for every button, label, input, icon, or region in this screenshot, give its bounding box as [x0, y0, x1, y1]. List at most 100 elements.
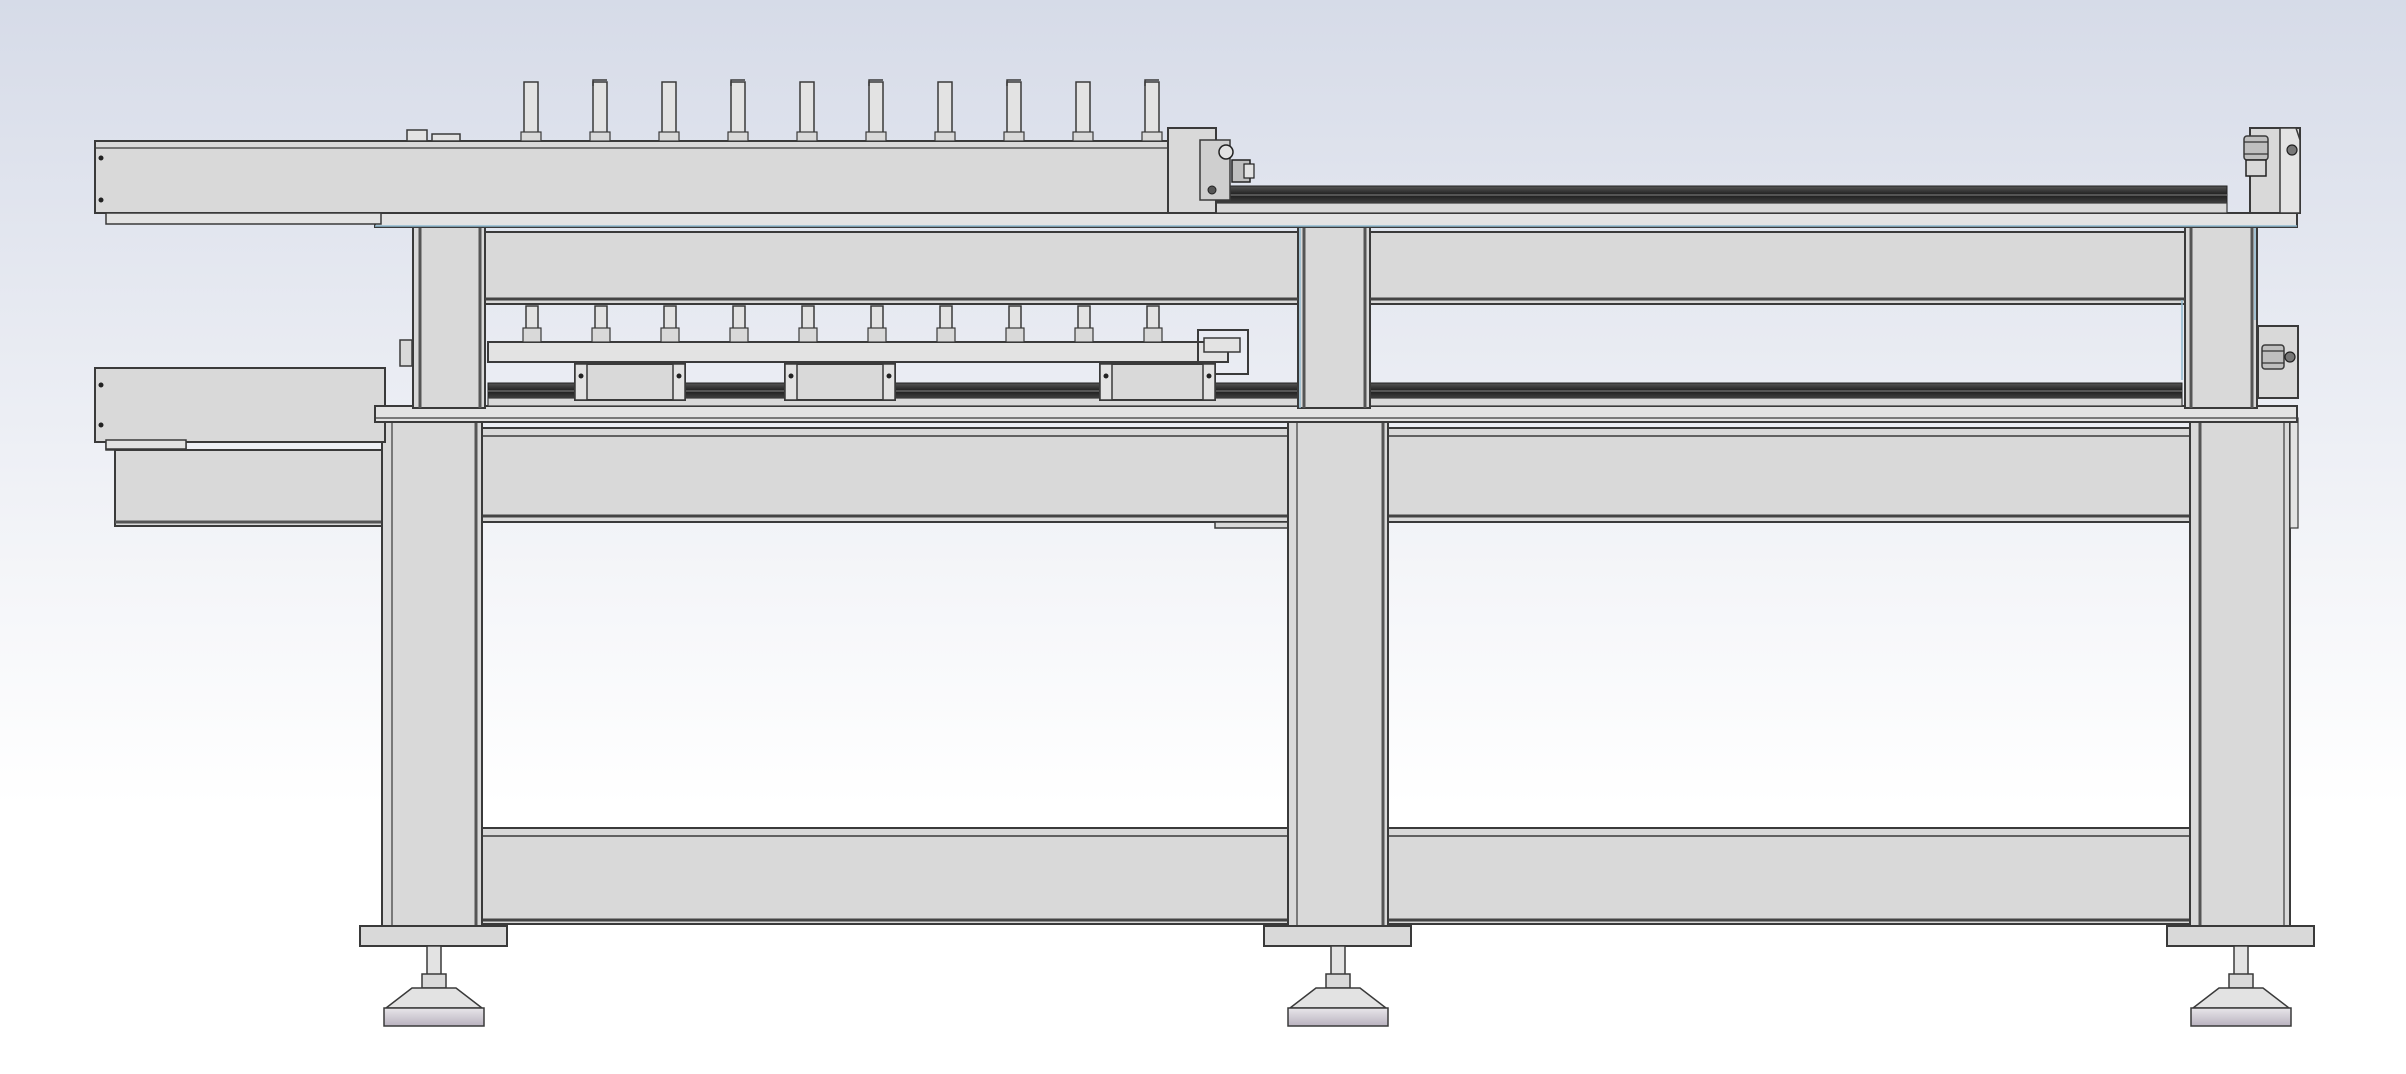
rail-carriage: [574, 363, 686, 401]
carriage-screw: [1103, 373, 1109, 379]
carriage-screw: [1206, 373, 1212, 379]
comb-finger: [1075, 81, 1091, 135]
carriage-end-cap: [574, 363, 588, 401]
comb-finger-hook: [1006, 79, 1021, 86]
lower-comb-finger: [663, 305, 677, 331]
carriage-screw: [676, 373, 682, 379]
lower-comb-finger-base: [798, 327, 818, 343]
comb-finger-base: [658, 131, 680, 142]
carriage-end-cap: [1202, 363, 1216, 401]
upper-cross-beam-right: [1369, 231, 2186, 305]
right-end-plate: [2289, 417, 2299, 529]
comb-finger-base: [865, 131, 887, 142]
comb-finger-hook: [1144, 79, 1159, 86]
carriage-end-cap: [1099, 363, 1113, 401]
carriage-screw: [788, 373, 794, 379]
left-extension-lip: [105, 439, 187, 450]
comb-finger: [799, 81, 815, 135]
frame-leg-left: [381, 417, 483, 929]
lower-comb-finger: [732, 305, 746, 331]
lower-comb-finger: [525, 305, 539, 331]
frame-leg-right: [2189, 417, 2291, 929]
carriage-end-cap: [882, 363, 896, 401]
rail-carriage: [1099, 363, 1216, 401]
comb-finger: [937, 81, 953, 135]
foot-threaded-rod: [426, 945, 442, 977]
base-plate-left: [359, 925, 508, 947]
upper-rail-bed: [1204, 202, 2228, 214]
lower-comb-finger-base: [729, 327, 749, 343]
sliding-table-body: [94, 140, 1206, 214]
right-clamp-ear: [2279, 127, 2301, 214]
top-deck: [94, 79, 2301, 228]
bottom-cross-beam-right: [1384, 827, 2194, 925]
drive-bolt: [1207, 185, 1217, 195]
lower-comb-fingers: [522, 305, 1163, 343]
comb-finger: [1144, 81, 1160, 135]
comb-finger: [523, 81, 539, 135]
foot-cone: [383, 987, 485, 1009]
lower-comb-finger-base: [936, 327, 956, 343]
foot-threaded-rod: [2233, 945, 2249, 977]
foot-cone: [2190, 987, 2292, 1009]
lower-comb-finger-base: [867, 327, 887, 343]
drive-bolt: [1218, 144, 1234, 160]
lower-comb-finger: [1146, 305, 1160, 331]
clamp-bolt: [2286, 144, 2298, 156]
lower-pusher-bar-end-inner: [1203, 337, 1241, 353]
lower-comb-finger: [594, 305, 608, 331]
lower-pusher-bar: [487, 341, 1229, 363]
comb-finger-base: [727, 131, 749, 142]
foot-nut: [421, 973, 447, 989]
comb-finger-hook: [592, 79, 607, 86]
lower-comb-finger: [1077, 305, 1091, 331]
comb-finger: [1006, 81, 1022, 135]
lower-comb-finger-base: [1005, 327, 1025, 343]
foot-nut: [1325, 973, 1351, 989]
comb-finger: [661, 81, 677, 135]
upper-post-middle: [1297, 225, 1371, 409]
top-deck-plate: [374, 212, 2298, 228]
middle-cross-beam-right: [1384, 427, 2194, 523]
lower-frame: [94, 367, 2315, 947]
clamp-bolt: [2284, 351, 2296, 363]
leveling-feet: [383, 945, 2292, 1027]
frame-leg-middle: [1287, 417, 1389, 929]
lower-comb-finger-base: [660, 327, 680, 343]
comb-finger: [868, 81, 884, 135]
comb-finger: [730, 81, 746, 135]
upper-frame: [412, 225, 2299, 409]
comb-finger-base: [934, 131, 956, 142]
right-clamp-knob-lower: [2261, 344, 2285, 370]
carriage-screw: [578, 373, 584, 379]
comb-finger-base: [589, 131, 611, 142]
base-plate-middle: [1263, 925, 1412, 947]
upper-post-left: [412, 225, 486, 409]
left-extension-beam-lower: [114, 449, 384, 527]
lower-comb-finger: [1008, 305, 1022, 331]
right-clamp-knob-upper: [2243, 135, 2269, 161]
top-small-bracket: [406, 129, 428, 142]
lower-comb-finger: [870, 305, 884, 331]
screw-dot: [98, 422, 104, 428]
comb-finger-hook: [730, 79, 745, 86]
upper-cross-beam-left: [484, 231, 1299, 305]
top-comb-fingers: [520, 79, 1163, 142]
upper-post-right: [2184, 225, 2258, 409]
comb-finger-base: [1072, 131, 1094, 142]
foot-cone: [1287, 987, 1389, 1009]
lower-comb-finger: [939, 305, 953, 331]
foot-pad: [1287, 1007, 1389, 1027]
lower-comb-finger-base: [1074, 327, 1094, 343]
rail-carriages: [574, 363, 1216, 401]
screw-dot: [98, 155, 104, 161]
bottom-cross-beam-left: [479, 827, 1291, 925]
foot-pad: [383, 1007, 485, 1027]
beam-bracket: [1214, 521, 1291, 529]
comb-finger-hook: [868, 79, 883, 86]
screw-dot: [98, 197, 104, 203]
right-clamp-nut: [2245, 159, 2267, 177]
rail-carriage: [784, 363, 896, 401]
lower-comb-finger-base: [522, 327, 542, 343]
